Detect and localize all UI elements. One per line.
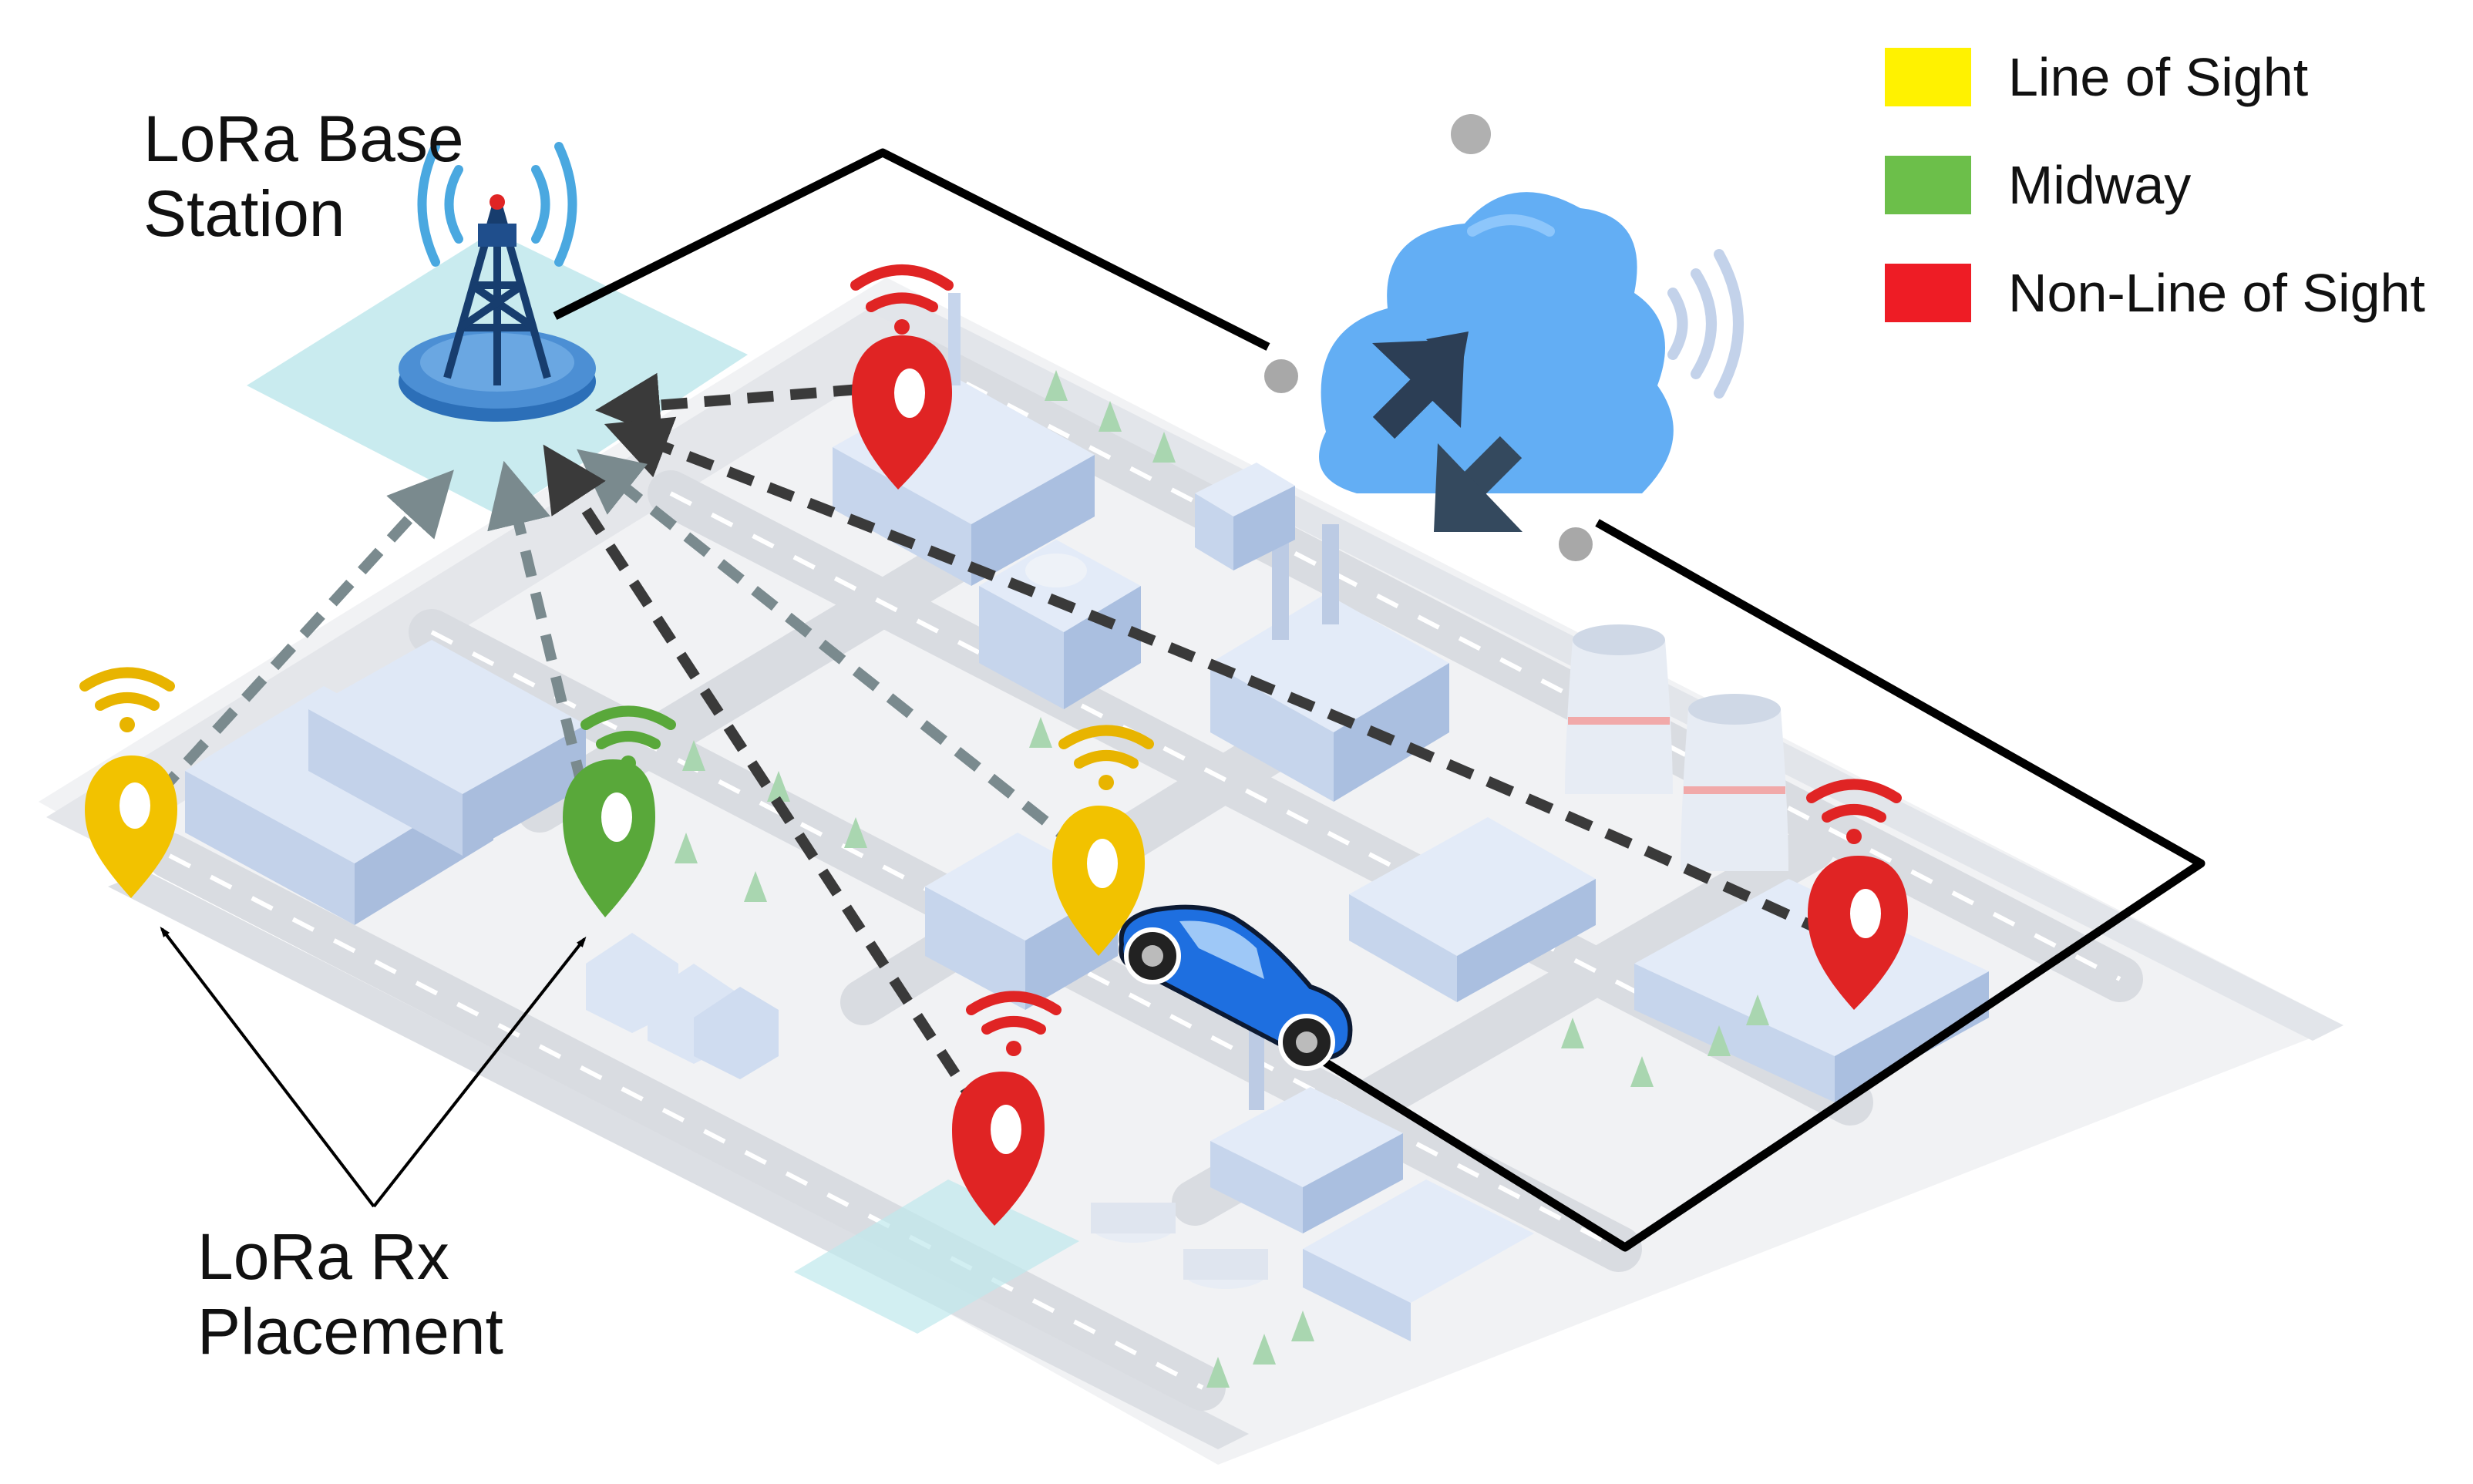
- legend-label-line-of-sight: Line of Sight: [2008, 47, 2309, 107]
- rx-placement-label: LoRa Rx Placement: [197, 1220, 503, 1368]
- cloud-arrows: [1372, 331, 1522, 532]
- factory-bottom: [1210, 1025, 1403, 1233]
- rx-placement-label-line-1: LoRa Rx: [197, 1220, 449, 1293]
- base-station-label-line-1: LoRa Base: [143, 103, 464, 175]
- wifi-signal-icon: [1058, 725, 1154, 790]
- legend-item-non-line-of-sight: Non-Line of Sight: [1885, 239, 2455, 347]
- sawtooth-right: [1634, 879, 1989, 1102]
- boundary-node: [1559, 527, 1593, 561]
- signal-links: [153, 372, 1829, 1113]
- industrial-right: [1349, 817, 1596, 1002]
- legend-item-line-of-sight: Line of Sight: [1885, 23, 2455, 131]
- legend: Line of Sight Midway Non-Line of Sight: [1885, 23, 2455, 347]
- legend-label-non-line-of-sight: Non-Line of Sight: [2008, 263, 2425, 323]
- boundary-node: [1451, 114, 1491, 154]
- wifi-signal-icon: [1806, 779, 1902, 844]
- legend-label-midway: Midway: [2008, 155, 2192, 215]
- wifi-signal-icon: [79, 667, 175, 732]
- storage-tanks: [1091, 1203, 1268, 1289]
- base-station-label-line-2: Station: [143, 177, 345, 250]
- base-station-label: LoRa Base Station: [143, 102, 464, 251]
- map-pin-icon: [852, 335, 952, 490]
- link-rx-los-left: [153, 469, 454, 798]
- legend-swatch-non-line-of-sight: [1885, 264, 1971, 322]
- dome-building: [979, 540, 1141, 709]
- cooling-towers: [1565, 624, 1788, 871]
- map-pin-icon: [1052, 806, 1145, 956]
- houses-row: [586, 933, 779, 1079]
- legend-swatch-midway: [1885, 156, 1971, 214]
- map-pin-icon: [563, 759, 655, 917]
- radio-tower-icon: [399, 142, 596, 422]
- map-pin-icon: [85, 755, 177, 898]
- park-pad: [794, 1179, 1079, 1334]
- legend-item-midway: Midway: [1885, 131, 2455, 239]
- factory-center: [1210, 524, 1449, 802]
- link-rx-nlos-right: [604, 416, 1829, 938]
- warehouse-left-2: [308, 640, 586, 856]
- legend-swatch-line-of-sight: [1885, 48, 1971, 106]
- sawtooth-bottom: [1303, 1179, 1534, 1341]
- link-rx-midway: [487, 460, 587, 788]
- trees: [675, 370, 1769, 1388]
- rx-placement-arrows: [160, 926, 587, 1208]
- link-rx-los-center: [577, 449, 1083, 853]
- network-boundary: [553, 148, 2206, 1252]
- wifi-signal-icon: [966, 991, 1062, 1056]
- boundary-node: [1264, 359, 1298, 393]
- rx-placement-label-line-2: Placement: [197, 1294, 503, 1368]
- wifi-signal-icon: [850, 264, 954, 335]
- wifi-signal-icon: [580, 705, 676, 771]
- map-pin-icon: [952, 1072, 1045, 1226]
- map-pin-icon: [1808, 856, 1908, 1010]
- car-icon: [1119, 904, 1353, 1071]
- small-factory-top: [1195, 463, 1295, 570]
